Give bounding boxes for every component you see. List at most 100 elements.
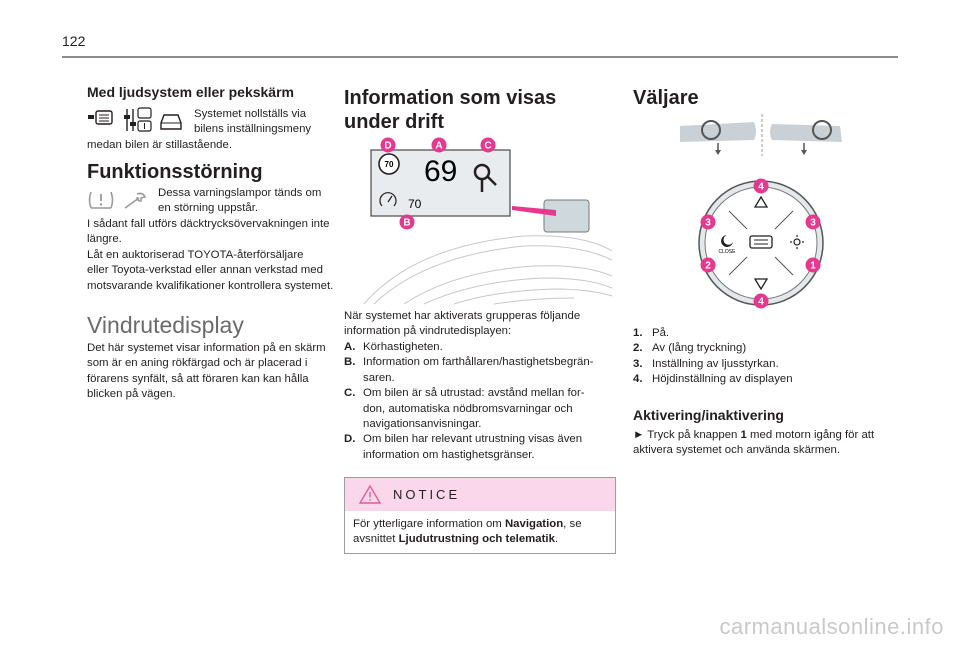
- callout-marker-4-top: 4: [753, 178, 769, 194]
- wrench-icon: [124, 192, 147, 209]
- selector-list: 1. På. 2. Av (lång tryckning) 3. Inställ…: [633, 326, 898, 388]
- list-text: don, automatiska nödbromsvarningar och: [363, 402, 573, 415]
- notice-header: NOTICE: [345, 478, 615, 511]
- svg-text:C: C: [484, 141, 491, 152]
- list-key: B.: [344, 356, 356, 369]
- heading-line: Information som visas: [344, 87, 557, 109]
- callout-marker-c: C: [480, 137, 496, 153]
- list-text: Om bilen har relevant utrustning visas ä…: [363, 433, 583, 446]
- list-key: 3.: [633, 357, 643, 370]
- notice-text-part: För ytterligare information om: [353, 518, 505, 530]
- watermark: carmanualsonline.info: [719, 614, 944, 639]
- projection-beam: [512, 206, 556, 216]
- car-icon: [160, 114, 182, 130]
- audio-text-line: Systemet nollställs via: [194, 108, 307, 120]
- list-key: A.: [344, 341, 356, 353]
- selector-heading: Väljare: [633, 87, 699, 109]
- paragraph-line: motsvarande kvalifikationer kontrollera …: [87, 279, 334, 292]
- paragraph-line: längre.: [87, 233, 122, 246]
- list-item: 4. Höjdinställning av displayen: [633, 372, 898, 387]
- audio-heading: Med ljudsystem eller pekskärm: [87, 84, 294, 100]
- callout-marker-4-bottom: 4: [753, 293, 769, 309]
- close-label: CLOSE: [719, 249, 737, 255]
- hud-toggle-button-icon: [749, 235, 773, 249]
- list-item: A. Körhastigheten.: [344, 340, 614, 355]
- list-key: C.: [344, 387, 356, 400]
- info-intro: När systemet har aktiverats grupperas fö…: [344, 309, 580, 340]
- callout-marker-d: D: [380, 137, 396, 153]
- cruise-control-icon: [379, 192, 397, 207]
- list-text: Information om farthållaren/hastighetsbe…: [363, 356, 594, 369]
- hud-illustration: 70 69 70 D A C B: [363, 137, 613, 305]
- list-text: På.: [652, 327, 670, 339]
- hud-heading: Vindrutedisplay: [87, 312, 244, 338]
- left-steering-position: [680, 120, 756, 155]
- height-up-icon: [753, 195, 769, 208]
- notice-box: NOTICE För ytterligare information om Na…: [344, 477, 616, 554]
- activation-text-part: med motorn igång för att: [746, 429, 875, 441]
- notice-text-part: , se: [563, 518, 582, 530]
- page-number: 122: [62, 33, 86, 49]
- list-text: Inställning av ljusstyrkan.: [652, 357, 779, 370]
- callout-marker-1: 1: [805, 257, 821, 273]
- svg-text:3: 3: [810, 218, 816, 229]
- notice-text-part: .: [554, 533, 559, 546]
- paragraph-line: eller Toyota-verkstad eller annan verkst…: [87, 264, 323, 277]
- paragraph-line: blicken på vägen.: [87, 388, 176, 401]
- list-key: 2.: [633, 342, 643, 355]
- callout-marker-a: A: [431, 137, 447, 153]
- paragraph-line: förarens synfält, så att föraren kan kan…: [87, 372, 309, 385]
- svg-text:2: 2: [705, 261, 711, 272]
- tyre-pressure-warning-icon: [88, 191, 114, 209]
- activation-text-part: Tryck på knappen: [644, 429, 741, 441]
- header-rule: [62, 56, 898, 58]
- list-text: Körhastigheten.: [363, 341, 443, 353]
- selector-dial: CLOSE 4 3 3 2 1 4: [698, 178, 824, 309]
- notice-link-navigation: Navigation: [504, 518, 564, 530]
- paragraph-line: Det här systemet visar information på en…: [87, 342, 326, 354]
- steering-wheel-diagram: [680, 114, 842, 156]
- activation-text: ► Tryck på knappen 1 med motorn igång fö…: [633, 428, 898, 459]
- callout-marker-3-left: 3: [700, 214, 716, 230]
- audio-text-line: bilens inställningsmeny: [194, 123, 312, 136]
- speed-limit-value: 70: [385, 160, 394, 169]
- list-text: information om hastighetsgränser.: [363, 448, 535, 461]
- height-down-icon: [753, 278, 769, 291]
- list-key: 4.: [633, 373, 643, 386]
- list-text: saren.: [363, 371, 395, 384]
- activation-text-part: aktivera systemet och använda skärmen.: [633, 444, 841, 457]
- audio-text-line: medan bilen är stillastående.: [87, 139, 233, 151]
- svg-text:4: 4: [758, 182, 764, 193]
- speed-value: 69: [424, 155, 457, 188]
- malfunction-heading: Funktionsstörning: [87, 161, 263, 183]
- paragraph-line: som är en aning rökfärgad och är placera…: [87, 357, 308, 370]
- malfunction-text: Dessa varningslampor tänds om en störnin…: [158, 186, 321, 217]
- list-item: 3. Inställning av ljusstyrkan.: [633, 357, 898, 372]
- callout-marker-2: 2: [700, 257, 716, 273]
- malfunction-paragraph: I sådant fall utförs däcktrycksövervakni…: [87, 217, 333, 294]
- right-steering-position: [770, 120, 842, 155]
- hud-paragraph: Det här systemet visar information på en…: [87, 341, 326, 403]
- paragraph-line: När systemet har aktiverats grupperas fö…: [344, 310, 581, 322]
- speed-limit-sign: [378, 153, 400, 175]
- svg-text:4: 4: [758, 297, 764, 308]
- bullet-arrow-icon: ►: [633, 429, 645, 441]
- list-text: Om bilen är så utrustad: avstånd mellan …: [363, 387, 585, 400]
- list-text: Av (lång tryckning): [652, 342, 747, 355]
- notice-text: För ytterligare information om Navigatio…: [345, 511, 615, 554]
- dimmer-moon-icon: [721, 235, 733, 247]
- list-key: D.: [344, 433, 356, 446]
- malfunction-text-line: en störning uppstår.: [158, 202, 259, 215]
- svg-text:3: 3: [705, 218, 711, 229]
- cruise-speed-value: 70: [408, 197, 422, 211]
- screen-icon: [88, 110, 113, 125]
- list-text: navigationsanvisningar.: [363, 418, 482, 431]
- svg-text:D: D: [384, 141, 391, 152]
- warning-lamp-icons: [88, 191, 147, 209]
- paragraph-line: information på vindrutedisplayen:: [344, 325, 512, 338]
- notice-title: NOTICE: [393, 487, 461, 502]
- heading-line: under drift: [344, 111, 444, 133]
- warning-triangle-icon: [359, 484, 381, 504]
- callout-marker-b: B: [399, 214, 415, 230]
- navigation-arrow-icon: [473, 163, 497, 192]
